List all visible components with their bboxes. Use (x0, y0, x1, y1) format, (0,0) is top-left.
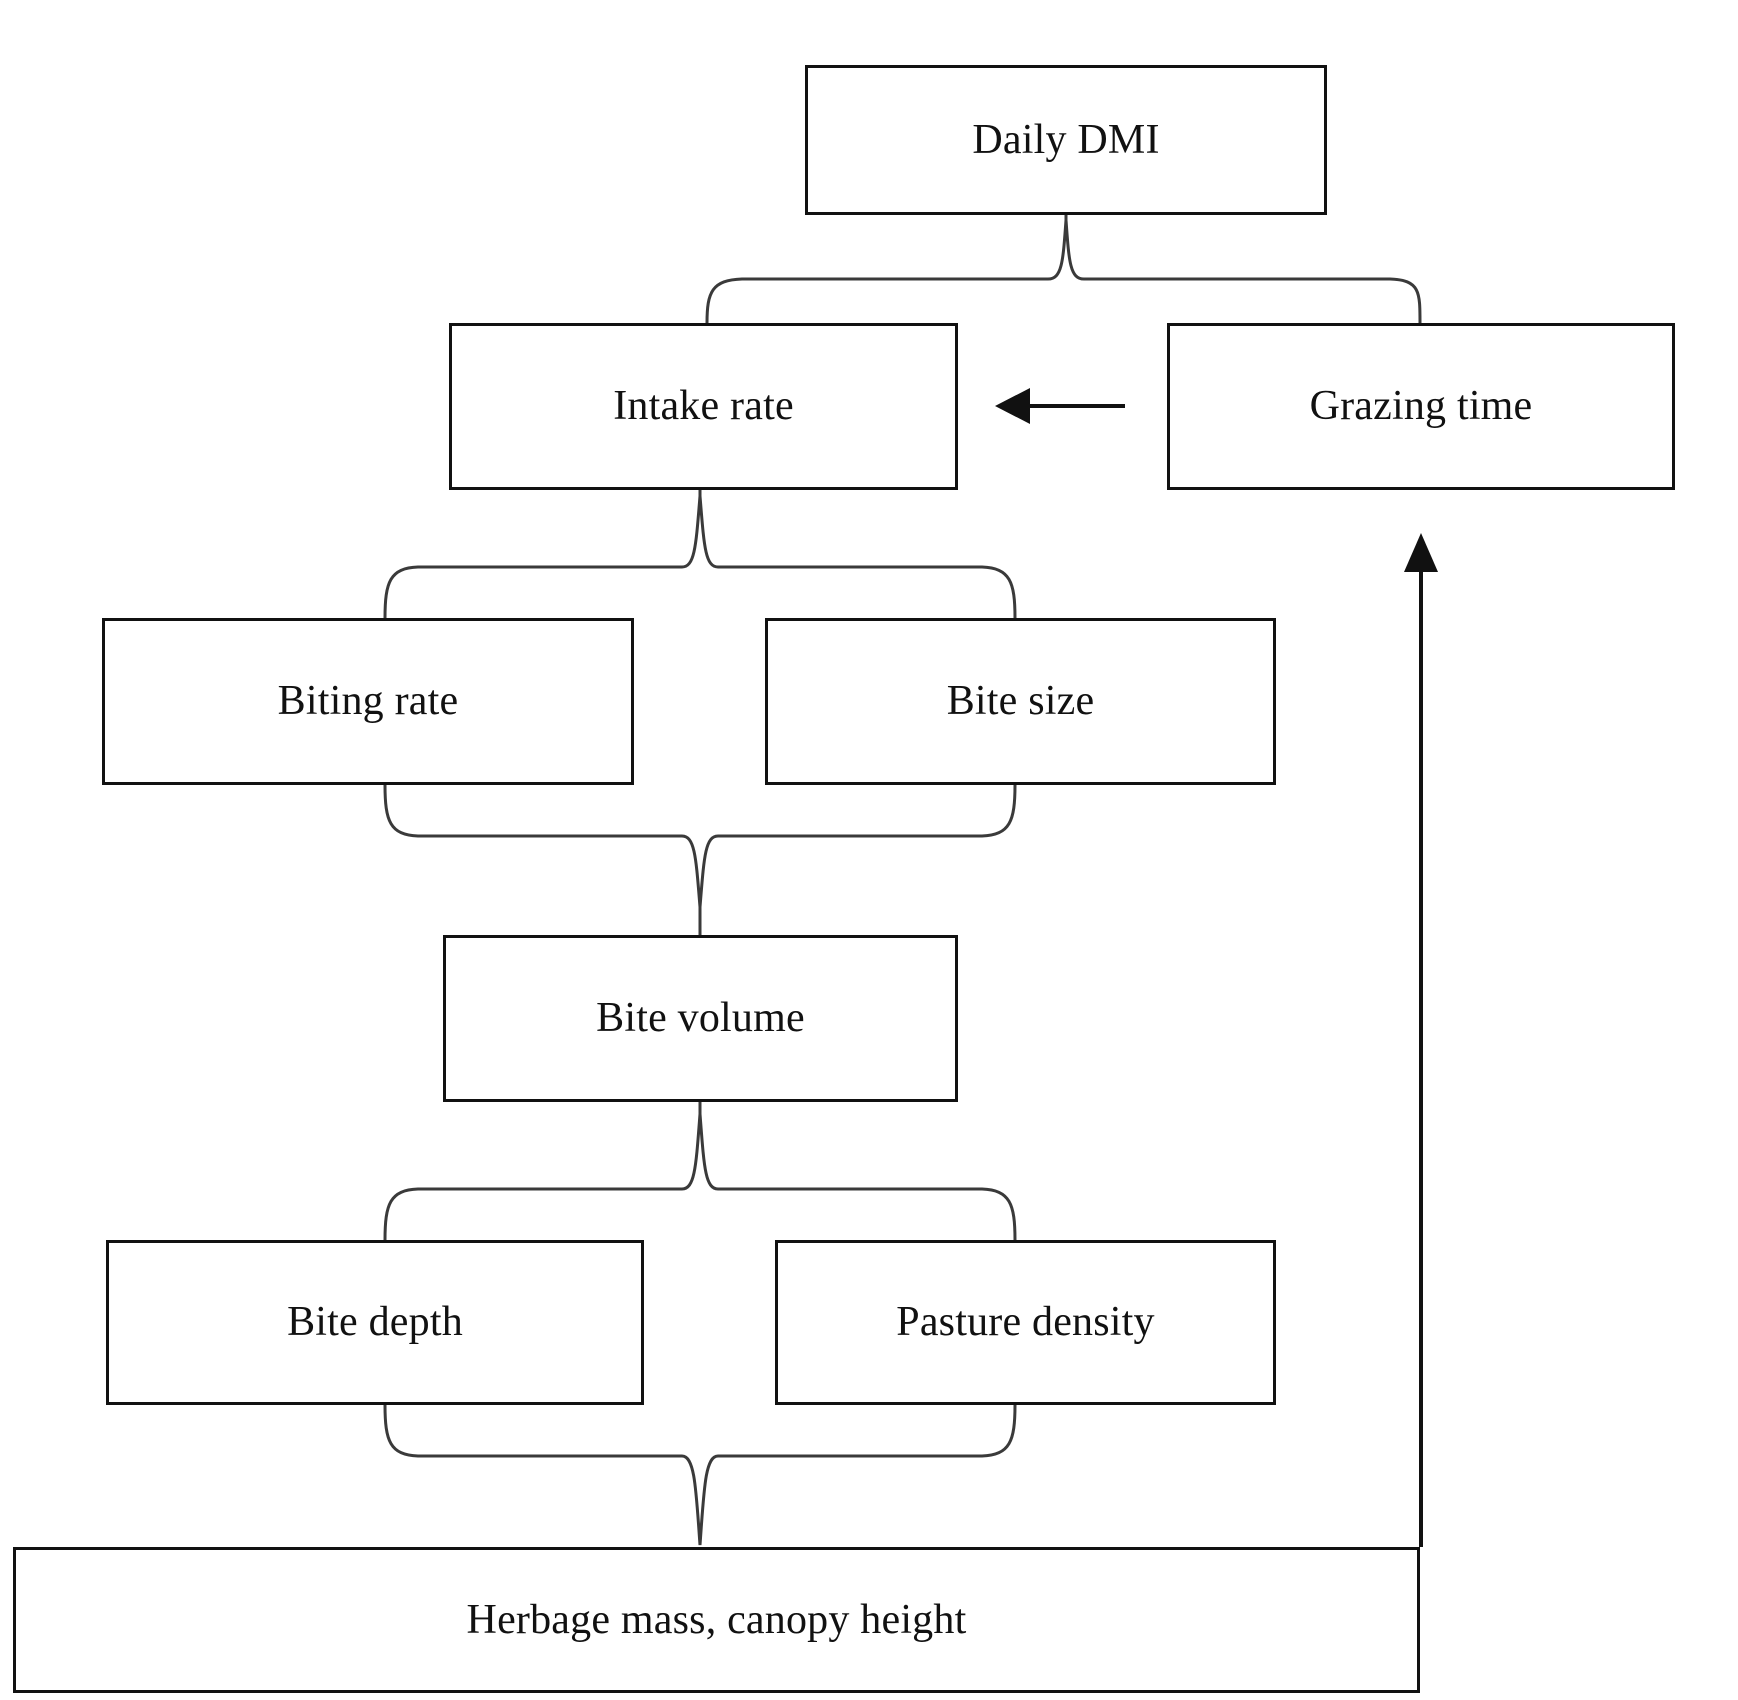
node-herbage-mass[interactable]: Herbage mass, canopy height (13, 1547, 1420, 1693)
node-label-daily-dmi: Daily DMI (972, 116, 1160, 163)
brace-to-intake-rate (383, 495, 1017, 619)
node-bite-size[interactable]: Bite size (765, 618, 1276, 785)
node-label-bite-size: Bite size (946, 678, 1095, 725)
node-label-herbage-mass: Herbage mass, canopy height (466, 1596, 967, 1643)
brace-depth-density-down (383, 1404, 1017, 1546)
node-label-biting-rate: Biting rate (277, 678, 459, 725)
node-label-grazing-time: Grazing time (1309, 383, 1533, 430)
brace-to-daily-dmi (705, 219, 1422, 324)
node-label-pasture-density: Pasture density (896, 1299, 1155, 1346)
brace-to-bite-volume (383, 1113, 1017, 1241)
node-grazing-time[interactable]: Grazing time (1167, 323, 1675, 490)
node-daily-dmi[interactable]: Daily DMI (805, 65, 1327, 215)
arrow-herbage-to-grazing-head (1404, 533, 1438, 572)
node-label-bite-volume: Bite volume (596, 995, 805, 1042)
node-intake-rate[interactable]: Intake rate (449, 323, 958, 490)
arrow-grazing-to-intake-head (995, 388, 1030, 424)
node-biting-rate[interactable]: Biting rate (102, 618, 634, 785)
node-pasture-density[interactable]: Pasture density (775, 1240, 1276, 1405)
node-bite-volume[interactable]: Bite volume (443, 935, 958, 1102)
node-label-bite-depth: Bite depth (287, 1299, 463, 1346)
node-label-intake-rate: Intake rate (613, 383, 794, 430)
node-bite-depth[interactable]: Bite depth (106, 1240, 644, 1405)
brace-biting-bitesize-down (383, 784, 1017, 908)
